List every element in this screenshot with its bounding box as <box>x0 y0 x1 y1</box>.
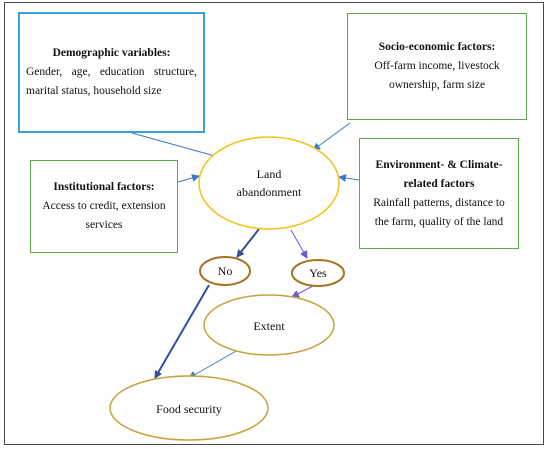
environment-description: Rainfall patterns, distance to the farm,… <box>373 196 505 228</box>
arrow-land-to-yes <box>290 229 308 259</box>
demographic-description: Gender, age, education structure, marita… <box>26 66 197 97</box>
yes-ellipse <box>291 259 345 287</box>
demographic-title: Demographic variables: <box>52 47 171 59</box>
arrow-environment-to-land <box>338 174 360 182</box>
environment-climate-factors-box: Environment- & Climate-related factors R… <box>359 138 519 249</box>
arrow-institutional-to-land <box>177 174 200 183</box>
food-security-label: Food security <box>156 402 222 416</box>
environment-title: Environment- & Climate-related factors <box>375 158 503 190</box>
yes-label: Yes <box>309 266 327 280</box>
socio-economic-factors-box: Socio-economic factors: Off-farm income,… <box>347 13 527 120</box>
no-label: No <box>217 264 233 278</box>
demographic-factors-box: Demographic variables: Gender, age, educ… <box>18 12 205 133</box>
arrow-demographic-to-land <box>131 132 223 160</box>
extent-ellipse <box>203 294 335 356</box>
arrow-land-to-no <box>236 228 260 258</box>
land-abandonment-ellipse <box>198 136 340 230</box>
arrow-socio-to-land <box>312 122 351 151</box>
no-ellipse <box>199 256 251 286</box>
food-security-ellipse <box>109 375 269 441</box>
institutional-factors-box: Institutional factors: Access to credit,… <box>30 160 178 253</box>
land-abandonment-label: Land abandonment <box>236 167 302 199</box>
arrow-yes-to-extent <box>291 285 314 298</box>
institutional-description: Access to credit, extension services <box>42 200 166 231</box>
arrow-extent-to-food-security <box>188 349 239 379</box>
diagram-frame <box>4 2 544 445</box>
arrow-no-to-food-security <box>154 284 210 379</box>
institutional-title: Institutional factors: <box>53 181 155 193</box>
extent-label: Extent <box>253 319 285 333</box>
socio-economic-description: Off-farm income, livestock ownership, fa… <box>374 60 500 91</box>
socio-economic-title: Socio-economic factors: <box>378 41 496 53</box>
